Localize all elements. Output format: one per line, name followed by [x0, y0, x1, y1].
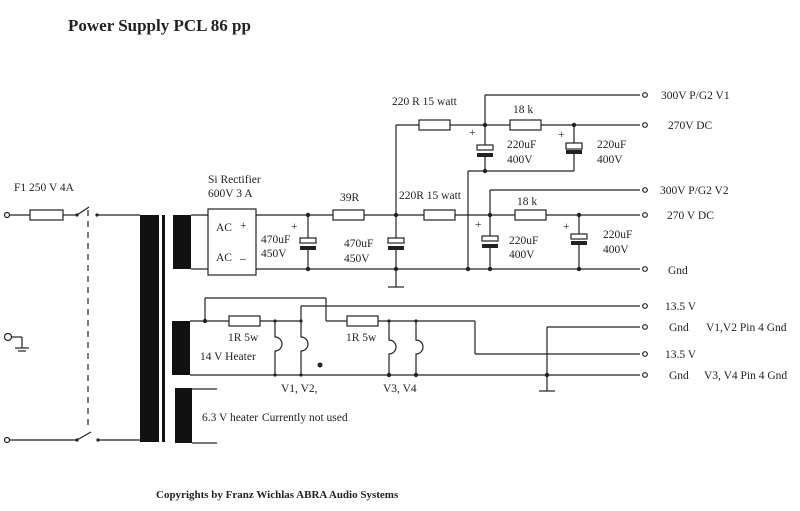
mains-terminal-bottom [3, 436, 11, 444]
transformer [140, 215, 192, 443]
c4-polarity: + [558, 129, 565, 141]
resistor-r2 [418, 119, 451, 131]
c6-voltage: 400V [603, 244, 629, 256]
c5-value: 220uF [509, 235, 538, 247]
capacitor-c6 [570, 233, 588, 240]
resistor-r6 [228, 315, 261, 327]
earth-terminal [3, 332, 13, 342]
heater-14v-label: 14 V Heater [200, 351, 256, 363]
r4-value: 18 k [513, 104, 533, 116]
output-label-2: 270V DC [668, 120, 713, 132]
capacitor-c4 [565, 142, 583, 150]
capacitor-c3 [476, 144, 494, 151]
c6-value: 220uF [603, 229, 632, 241]
rectifier-plus: + [240, 220, 247, 232]
resistor-r7 [346, 315, 379, 327]
heater-outputs: 13.5 V Gnd V1,V2 Pin 4 Gnd 13.5 V Gnd V3… [642, 301, 787, 382]
resistor-r5 [514, 209, 547, 221]
output-label-1: 300V P/G2 V1 [661, 90, 730, 102]
terminal-out-4[interactable] [642, 212, 648, 218]
resistor-r4 [509, 119, 542, 131]
output-label-8: 13.5 V [665, 349, 697, 361]
rectifier-label: Si Rectifier [208, 174, 261, 186]
filament-v1 [274, 321, 283, 375]
output-label-6: 13.5 V [665, 301, 697, 313]
c1-polarity: + [291, 221, 298, 233]
secondary-hv [173, 215, 191, 269]
terminal-out-2[interactable] [642, 122, 648, 128]
output-note-9: V3, V4 Pin 4 Gnd [704, 370, 787, 382]
fuse-label: F1 250 V 4A [14, 182, 75, 194]
copyright-text: Copyrights by Franz Wichlas ABRA Audio S… [156, 489, 399, 501]
output-label-4: 270 V DC [667, 210, 714, 222]
secondary-6v3 [175, 388, 192, 443]
c3-value: 220uF [507, 139, 536, 151]
terminal-out-5[interactable] [642, 266, 648, 272]
rectifier-ac-top: AC [216, 222, 232, 234]
rectifier-ac-bottom: AC [216, 252, 232, 264]
c3-polarity: + [469, 127, 476, 139]
mains-input: F1 250 V 4A [3, 182, 140, 444]
tubes-v3-v4-label: V3, V4 [383, 383, 417, 395]
fuse-f1 [29, 209, 64, 221]
filament-v3 [388, 321, 397, 375]
r3-value: 220R 15 watt [399, 190, 462, 202]
r6-value: 1R 5w [228, 332, 259, 344]
terminal-out-7[interactable] [642, 324, 648, 330]
rectifier: AC AC + – Si Rectifier 600V 3 A [191, 174, 261, 276]
secondary-14v [172, 321, 190, 375]
terminal-out-1[interactable] [642, 92, 648, 98]
hv-outputs: 300V P/G2 V1 270V DC 300V P/G2 V2 270 V … [642, 90, 730, 277]
terminal-out-9[interactable] [642, 372, 648, 378]
capacitor-c1 [299, 237, 317, 244]
switch-top [76, 206, 90, 216]
terminal-out-3[interactable] [642, 187, 648, 193]
hv-filter: + 470uF 450V 39R 470uF 450V 220 R 15 wat… [256, 94, 640, 288]
c5-voltage: 400V [509, 249, 535, 261]
r2-value: 220 R 15 watt [392, 96, 458, 108]
tubes-v1-v2-label: V1, V2, [281, 383, 318, 395]
switch-bottom [76, 431, 92, 441]
transformer-primary [140, 215, 159, 442]
c5-polarity: + [475, 219, 482, 231]
c4-voltage: 400V [597, 154, 623, 166]
output-label-7: Gnd [669, 322, 689, 334]
capacitor-c2 [387, 237, 405, 244]
bridge-rectifier [207, 208, 257, 276]
c2-value: 470uF [344, 238, 373, 250]
filament-v4 [415, 321, 424, 375]
terminal-out-6[interactable] [642, 303, 648, 309]
output-label-3: 300V P/G2 V2 [660, 185, 729, 197]
c1-voltage: 450V [261, 248, 287, 260]
mains-terminal-top [3, 211, 11, 219]
c2-voltage: 450V [344, 253, 370, 265]
c6-polarity: + [563, 221, 570, 233]
rectifier-rating: 600V 3 A [208, 188, 253, 200]
output-note-7: V1,V2 Pin 4 Gnd [706, 322, 787, 334]
page-title: Power Supply PCL 86 pp [68, 16, 251, 35]
terminal-out-8[interactable] [642, 351, 648, 357]
capacitor-c5 [481, 235, 499, 242]
rectifier-minus: – [239, 253, 246, 265]
r5-value: 18 k [517, 196, 537, 208]
c1-value: 470uF [261, 234, 290, 246]
resistor-r1 [332, 209, 365, 221]
resistor-r3 [423, 209, 456, 221]
heater-6v3-label: 6.3 V heater [202, 412, 258, 424]
filament-v2 [300, 321, 309, 375]
c4-value: 220uF [597, 139, 626, 151]
c3-voltage: 400V [507, 154, 533, 166]
output-label-5: Gnd [668, 265, 688, 277]
heater-6v3-note: Currently not used [262, 412, 348, 424]
r7-value: 1R 5w [346, 332, 377, 344]
r1-value: 39R [340, 192, 360, 204]
output-label-9: Gnd [669, 370, 689, 382]
heater-section: 1R 5w 14 V Heater V1, V2, 1R 5w V3, V4 [190, 297, 640, 444]
